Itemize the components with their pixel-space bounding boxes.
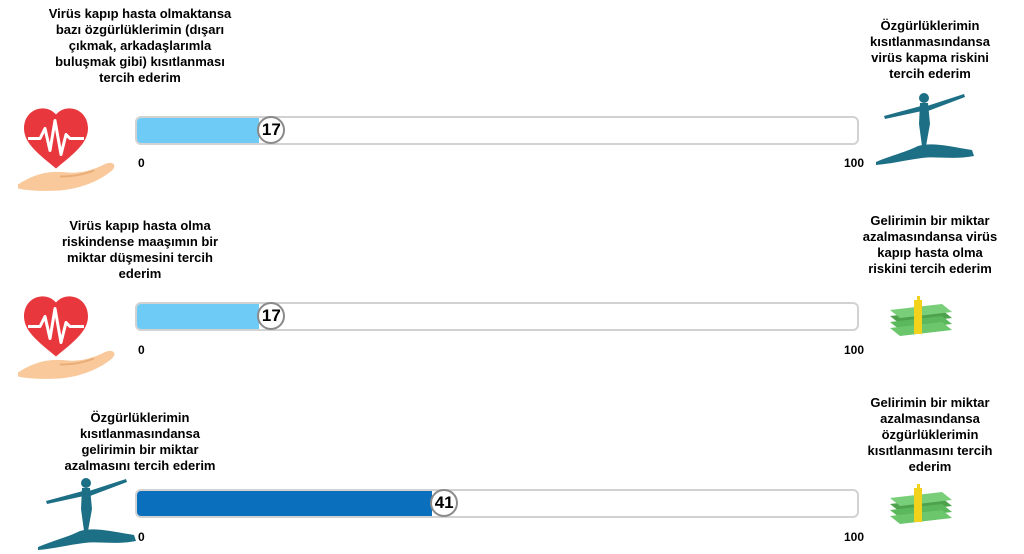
freedom-person-icon	[876, 90, 976, 165]
money-stack-icon	[886, 484, 956, 524]
left-label: Virüs kapıp hasta olma riskindense maaşı…	[61, 218, 219, 281]
left-label: Virüs kapıp hasta olmaktansa bazı özgürl…	[48, 6, 232, 85]
right-label: Gelirimin bir miktar azalmasındansa özgü…	[867, 395, 993, 474]
axis-min-label: 0	[138, 156, 145, 170]
bar-track	[135, 489, 859, 518]
bar-fill	[137, 118, 260, 143]
value-label: 17	[257, 116, 286, 144]
right-label: Özgürlüklerimin kısıtlanmasındansa virüs…	[870, 18, 990, 81]
axis-max-label: 100	[844, 343, 865, 357]
bar-track	[135, 116, 859, 145]
axis-min-label: 0	[138, 343, 145, 357]
axis-min-label: 0	[138, 530, 145, 544]
left-label: Özgürlüklerimin kısıtlanmasındansa gelir…	[64, 410, 216, 473]
heart-in-hand-icon	[16, 104, 126, 194]
bar-fill	[137, 491, 433, 516]
value-label: 41	[430, 489, 459, 517]
axis-max-label: 100	[844, 156, 865, 170]
value-label: 17	[257, 302, 286, 330]
money-stack-icon	[886, 296, 956, 336]
axis-max-label: 100	[844, 530, 865, 544]
freedom-person-icon	[38, 475, 138, 550]
bar-fill	[137, 304, 260, 329]
bar-track	[135, 302, 859, 331]
right-label: Gelirimin bir miktar azalmasındansa virü…	[862, 213, 998, 276]
heart-in-hand-icon	[16, 292, 126, 382]
